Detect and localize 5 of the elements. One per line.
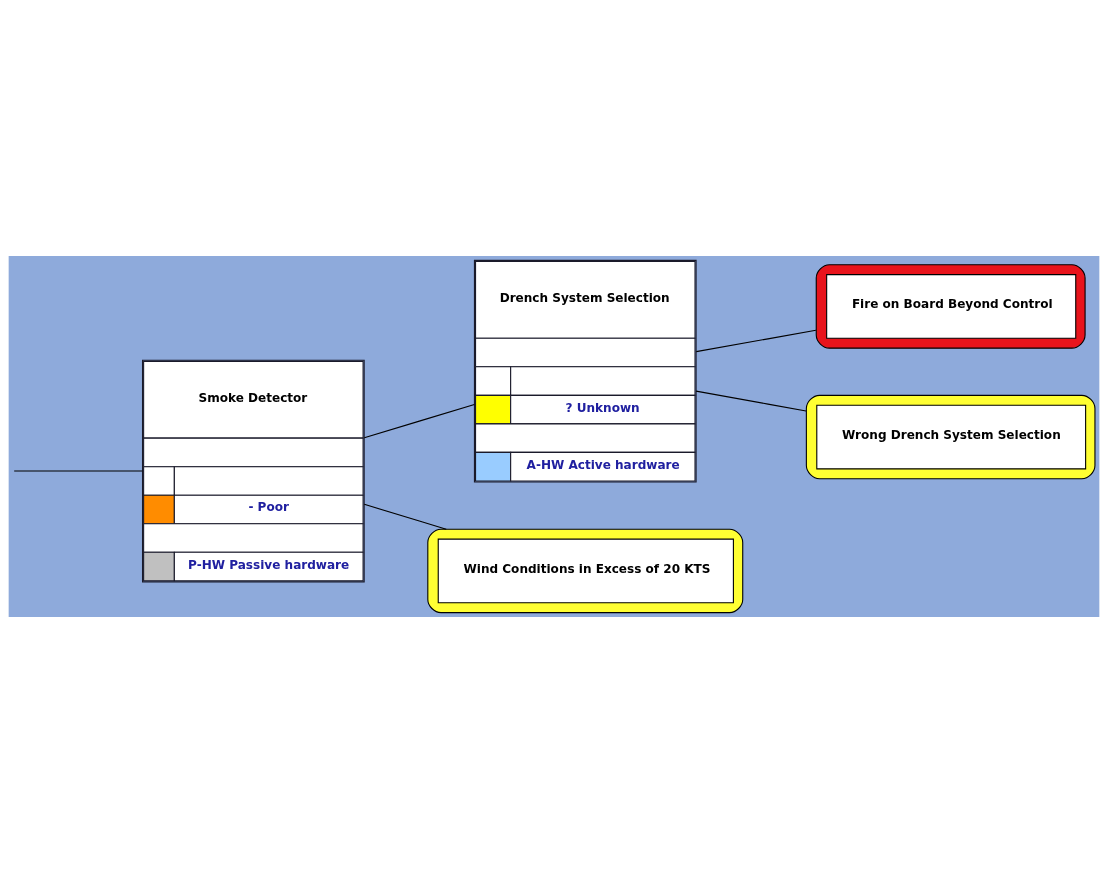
connector [363, 403, 475, 438]
connector [363, 503, 447, 530]
connector [13, 470, 143, 472]
connector [695, 329, 817, 352]
connector [695, 390, 807, 412]
